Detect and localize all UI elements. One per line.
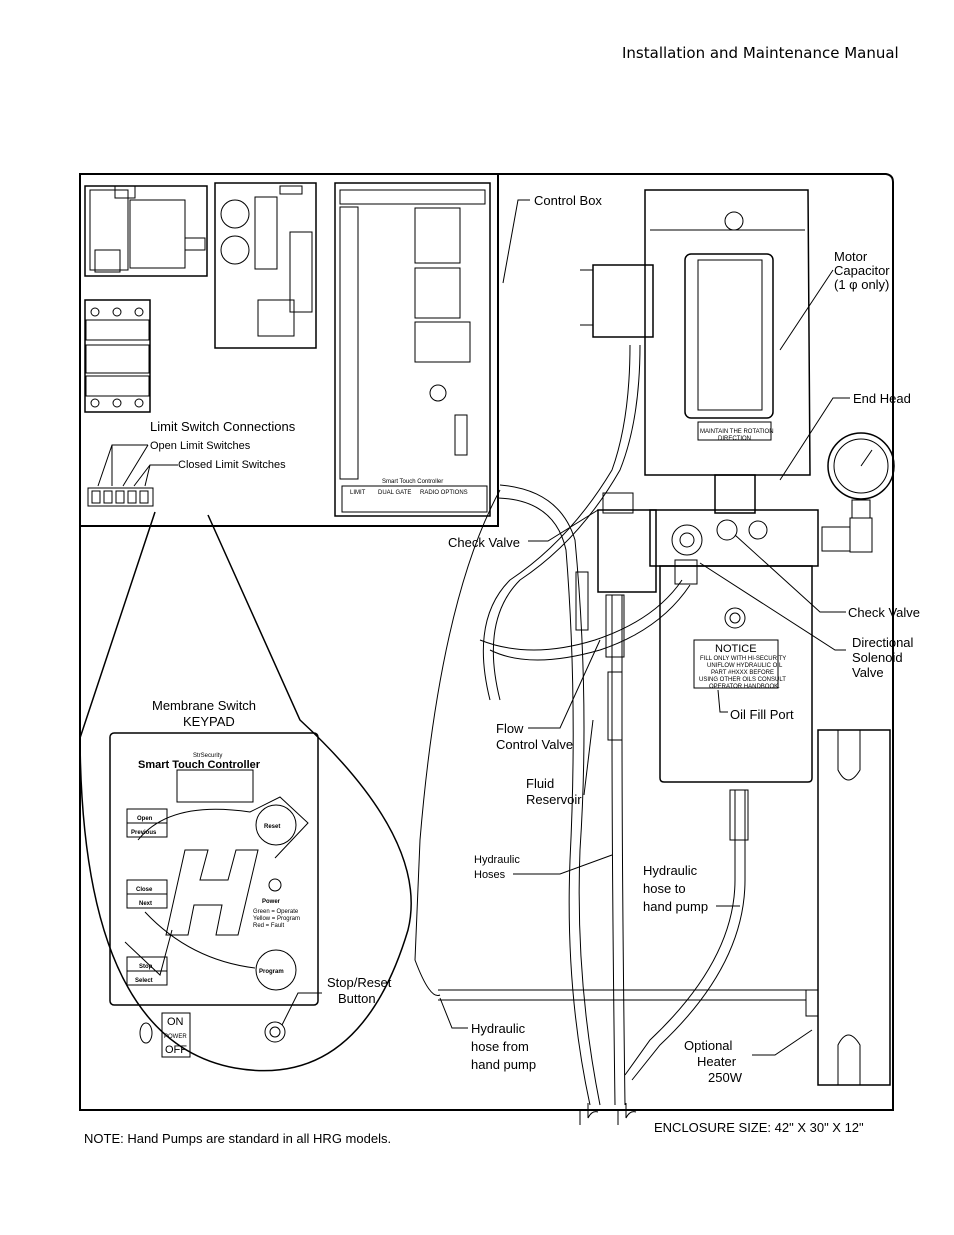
- svg-text:Control Valve: Control Valve: [496, 737, 573, 752]
- svg-text:PART #HXXX BEFORE: PART #HXXX BEFORE: [711, 670, 774, 676]
- end-head-manifold: [649, 509, 819, 567]
- closed-limit-switches-label: Closed Limit Switches: [178, 459, 286, 471]
- limit-switch-connections-label: Limit Switch Connections: [150, 419, 296, 434]
- svg-text:KEYPAD: KEYPAD: [183, 714, 235, 729]
- footer-note: NOTE: Hand Pumps are standard in all HRG…: [84, 1131, 392, 1146]
- keypad-close: Close: [136, 887, 153, 893]
- membrane-keypad: [109, 732, 319, 1058]
- svg-text:Button: Button: [338, 991, 376, 1006]
- svg-text:Red = Fault: Red = Fault: [253, 923, 285, 929]
- relay-board: [214, 182, 317, 349]
- fluid-reservoir: [659, 565, 813, 783]
- svg-text:hand pump: hand pump: [643, 899, 708, 914]
- membrane-switch-keypad-label: Membrane Switch: [152, 698, 256, 713]
- end-head-label: End Head: [853, 391, 911, 406]
- check-valve-right-label: Check Valve: [848, 605, 920, 620]
- check-valve-left-label: Check Valve: [448, 535, 520, 550]
- pressure-gauge: [821, 432, 895, 553]
- board-footer-label: Smart Touch Controller: [382, 479, 443, 485]
- heater-bracket: [805, 729, 891, 1086]
- transformer: [84, 185, 208, 277]
- oil-fill-port-label: Oil Fill Port: [730, 707, 794, 722]
- solenoid-valve: [597, 492, 698, 593]
- svg-text:RADIO OPTIONS: RADIO OPTIONS: [420, 490, 468, 496]
- svg-text:MAINTAIN THE ROTATION: MAINTAIN THE ROTATION: [700, 429, 774, 435]
- svg-text:UNIFLOW HYDRAULIC OIL: UNIFLOW HYDRAULIC OIL: [707, 663, 783, 669]
- svg-text:Reservoir: Reservoir: [526, 792, 582, 807]
- svg-text:hand pump: hand pump: [471, 1057, 536, 1072]
- svg-text:OPERATOR HANDBOOK.: OPERATOR HANDBOOK.: [709, 684, 780, 690]
- page-header: Installation and Maintenance Manual: [622, 44, 899, 62]
- hydraulic-hoses-label: Hydraulic: [474, 854, 520, 866]
- svg-text:Valve: Valve: [852, 665, 884, 680]
- svg-text:Solenoid: Solenoid: [852, 650, 903, 665]
- svg-text:Green = Operate: Green = Operate: [253, 909, 299, 915]
- keypad-off: OFF: [165, 1044, 187, 1056]
- keypad-previous: Previous: [131, 830, 157, 836]
- svg-text:(1 φ only): (1 φ only): [834, 277, 889, 292]
- keypad-title: Smart Touch Controller: [138, 759, 261, 771]
- open-limit-switches-label: Open Limit Switches: [150, 440, 251, 452]
- hydraulic-hoses: [414, 344, 806, 1106]
- motor: [580, 189, 811, 514]
- fluid-reservoir-label: Fluid: [526, 776, 554, 791]
- motor-capacitor-label: Motor: [834, 249, 868, 264]
- stop-reset-button-label: Stop/Reset: [327, 975, 392, 990]
- optional-heater-label: Optional: [684, 1038, 733, 1053]
- leader-lines: [281, 199, 850, 1056]
- svg-text:USING OTHER OILS CONSULT: USING OTHER OILS CONSULT: [699, 677, 786, 683]
- enclosure-outline: [79, 173, 894, 1111]
- svg-text:Yellow = Program: Yellow = Program: [253, 916, 300, 922]
- limit-switch-terminal: [87, 487, 154, 507]
- mounting-clips: [579, 1103, 637, 1125]
- svg-text:LIMIT: LIMIT: [350, 490, 366, 496]
- svg-text:NOTICE: NOTICE: [715, 643, 757, 655]
- keypad-reset: Reset: [264, 824, 280, 830]
- svg-text:Heater: Heater: [697, 1054, 737, 1069]
- controller-board: [334, 182, 491, 517]
- keypad-power-small: POWER: [164, 1034, 187, 1040]
- svg-text:250W: 250W: [708, 1070, 743, 1085]
- keypad-select: Select: [135, 978, 153, 984]
- svg-text:DUAL GATE: DUAL GATE: [378, 490, 411, 496]
- hydraulic-hose-from-hand-pump-label: Hydraulic: [471, 1021, 526, 1036]
- keypad-brand: StrSecurity: [193, 753, 222, 759]
- contactor: [84, 299, 151, 413]
- keypad-program: Program: [259, 969, 284, 975]
- svg-text:hose to: hose to: [643, 881, 686, 896]
- hydraulic-hose-to-hand-pump-label: Hydraulic: [643, 863, 698, 878]
- enclosure-size: ENCLOSURE SIZE: 42" X 30" X 12": [654, 1120, 864, 1135]
- svg-text:DIRECTION: DIRECTION: [718, 436, 751, 442]
- directional-solenoid-valve-label: Directional: [852, 635, 914, 650]
- keypad-open: Open: [137, 816, 153, 822]
- svg-text:Capacitor: Capacitor: [834, 263, 890, 278]
- keypad-next: Next: [139, 901, 152, 907]
- svg-text:hose from: hose from: [471, 1039, 529, 1054]
- keypad-callout-bubble: [79, 511, 412, 1072]
- keypad-stop: Stop: [139, 964, 153, 970]
- control-box-label: Control Box: [534, 193, 602, 208]
- keypad-power: Power: [262, 899, 281, 905]
- svg-text:FILL ONLY WITH HI-SECURITY: FILL ONLY WITH HI-SECURITY: [700, 656, 786, 662]
- flow-control-valve-label: Flow: [496, 721, 524, 736]
- svg-text:Hoses: Hoses: [474, 869, 506, 881]
- keypad-on: ON: [167, 1016, 184, 1028]
- control-box-panel: [79, 173, 499, 527]
